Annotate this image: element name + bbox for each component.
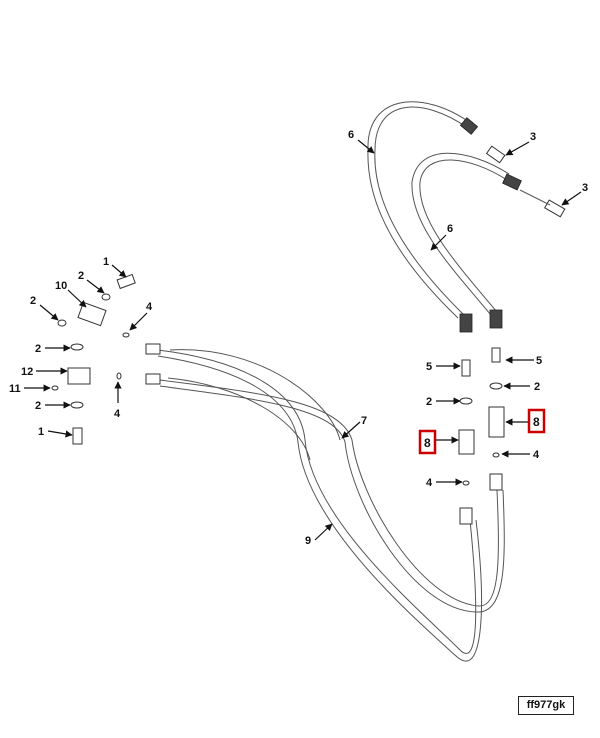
callout-3: 3	[582, 182, 588, 194]
leader-lines	[24, 139, 582, 541]
highlighted-callout-8-left: 8	[418, 429, 437, 455]
svg-text:8: 8	[424, 436, 431, 450]
callout-2: 2	[35, 400, 41, 412]
hose-lower-line-left	[167, 349, 341, 461]
hose-assembly-6-inner	[411, 152, 510, 316]
left-vertical-stack	[458, 313, 475, 525]
hose-assembly-6-outer	[367, 101, 473, 319]
highlighted-callout-8-right: 8	[527, 408, 546, 434]
callout-10: 10	[55, 280, 67, 292]
callout-4: 4	[114, 408, 121, 420]
callout-2: 2	[78, 270, 84, 282]
callout-5: 5	[536, 355, 542, 367]
callout-2: 2	[30, 295, 36, 307]
hose-7-lower-loop	[157, 349, 482, 662]
upper-fittings	[459, 117, 566, 218]
svg-text:8: 8	[533, 415, 540, 429]
callout-6: 6	[348, 129, 354, 141]
callout-2: 2	[35, 343, 41, 355]
callout-3: 3	[530, 131, 536, 143]
callout-4: 4	[146, 301, 153, 313]
callout-7: 7	[361, 415, 367, 427]
callout-11: 11	[9, 383, 21, 395]
callout-2: 2	[426, 396, 432, 408]
callout-labels: 1 2 10 2 4 2 12 11 2 4 1 6 3 3 6 5 5 2 2…	[9, 129, 588, 547]
callout-6: 6	[447, 223, 453, 235]
callout-2: 2	[534, 381, 540, 393]
callout-12: 12	[21, 366, 33, 378]
callout-1: 1	[38, 426, 44, 438]
hose-9-lower-loop	[159, 379, 505, 613]
callout-4: 4	[533, 449, 540, 461]
callout-9: 9	[305, 535, 311, 547]
callout-5: 5	[426, 361, 432, 373]
right-vertical-stack	[488, 309, 505, 491]
manifold-parts	[51, 273, 161, 445]
figure-id-label: ff977gk	[518, 696, 574, 715]
callout-4: 4	[426, 477, 433, 489]
callout-1: 1	[103, 256, 109, 268]
